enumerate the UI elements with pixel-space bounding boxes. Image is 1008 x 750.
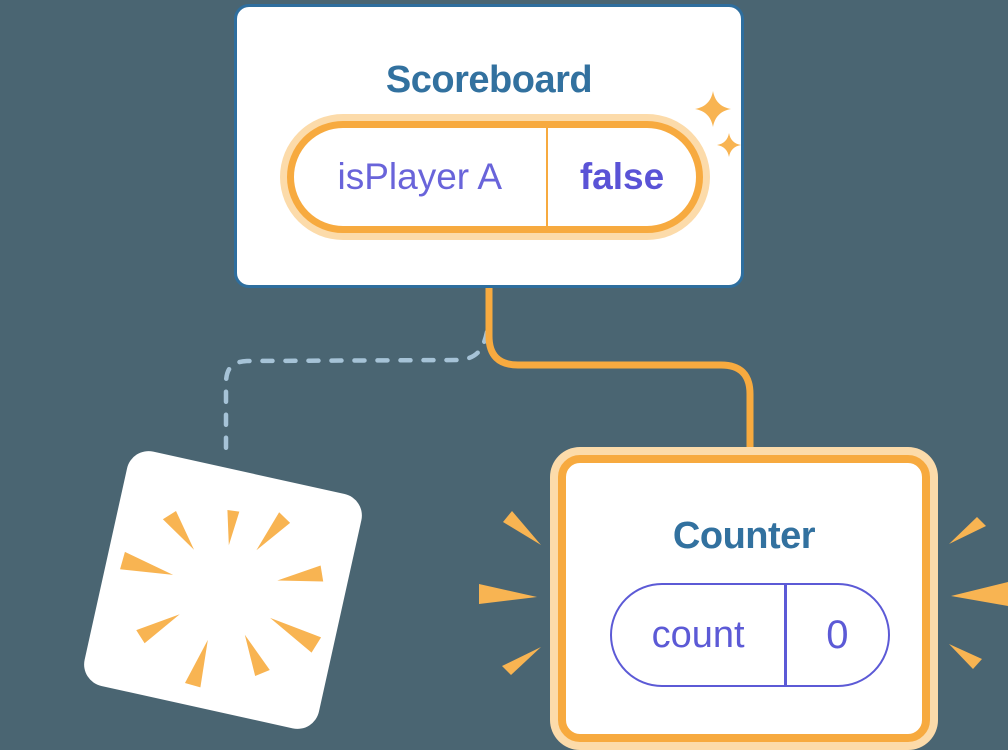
pill-divider: [784, 585, 787, 685]
state-key-label: isPlayer A: [337, 156, 503, 197]
state-value-label: false: [579, 156, 665, 197]
scoreboard-state-pill: isPlayer A false: [287, 121, 703, 233]
sparkle-icon: [695, 91, 741, 157]
counter-state-pill: count 0: [610, 583, 890, 687]
state-connector: [485, 278, 754, 466]
explosion-burst-icon: [120, 510, 324, 688]
scoreboard-title: Scoreboard: [385, 59, 593, 101]
destroyed-connector-dashed: [223, 329, 490, 463]
state-key-label: count: [651, 613, 745, 656]
scoreboard-component-card: Scoreboard isPlayer A false: [234, 4, 744, 288]
counter-title: Counter: [672, 515, 816, 557]
counter-component-card: Counter count 0: [558, 455, 930, 742]
state-value-label: 0: [826, 612, 849, 657]
pill-divider: [545, 128, 549, 226]
destroyed-component-card: [79, 446, 367, 734]
